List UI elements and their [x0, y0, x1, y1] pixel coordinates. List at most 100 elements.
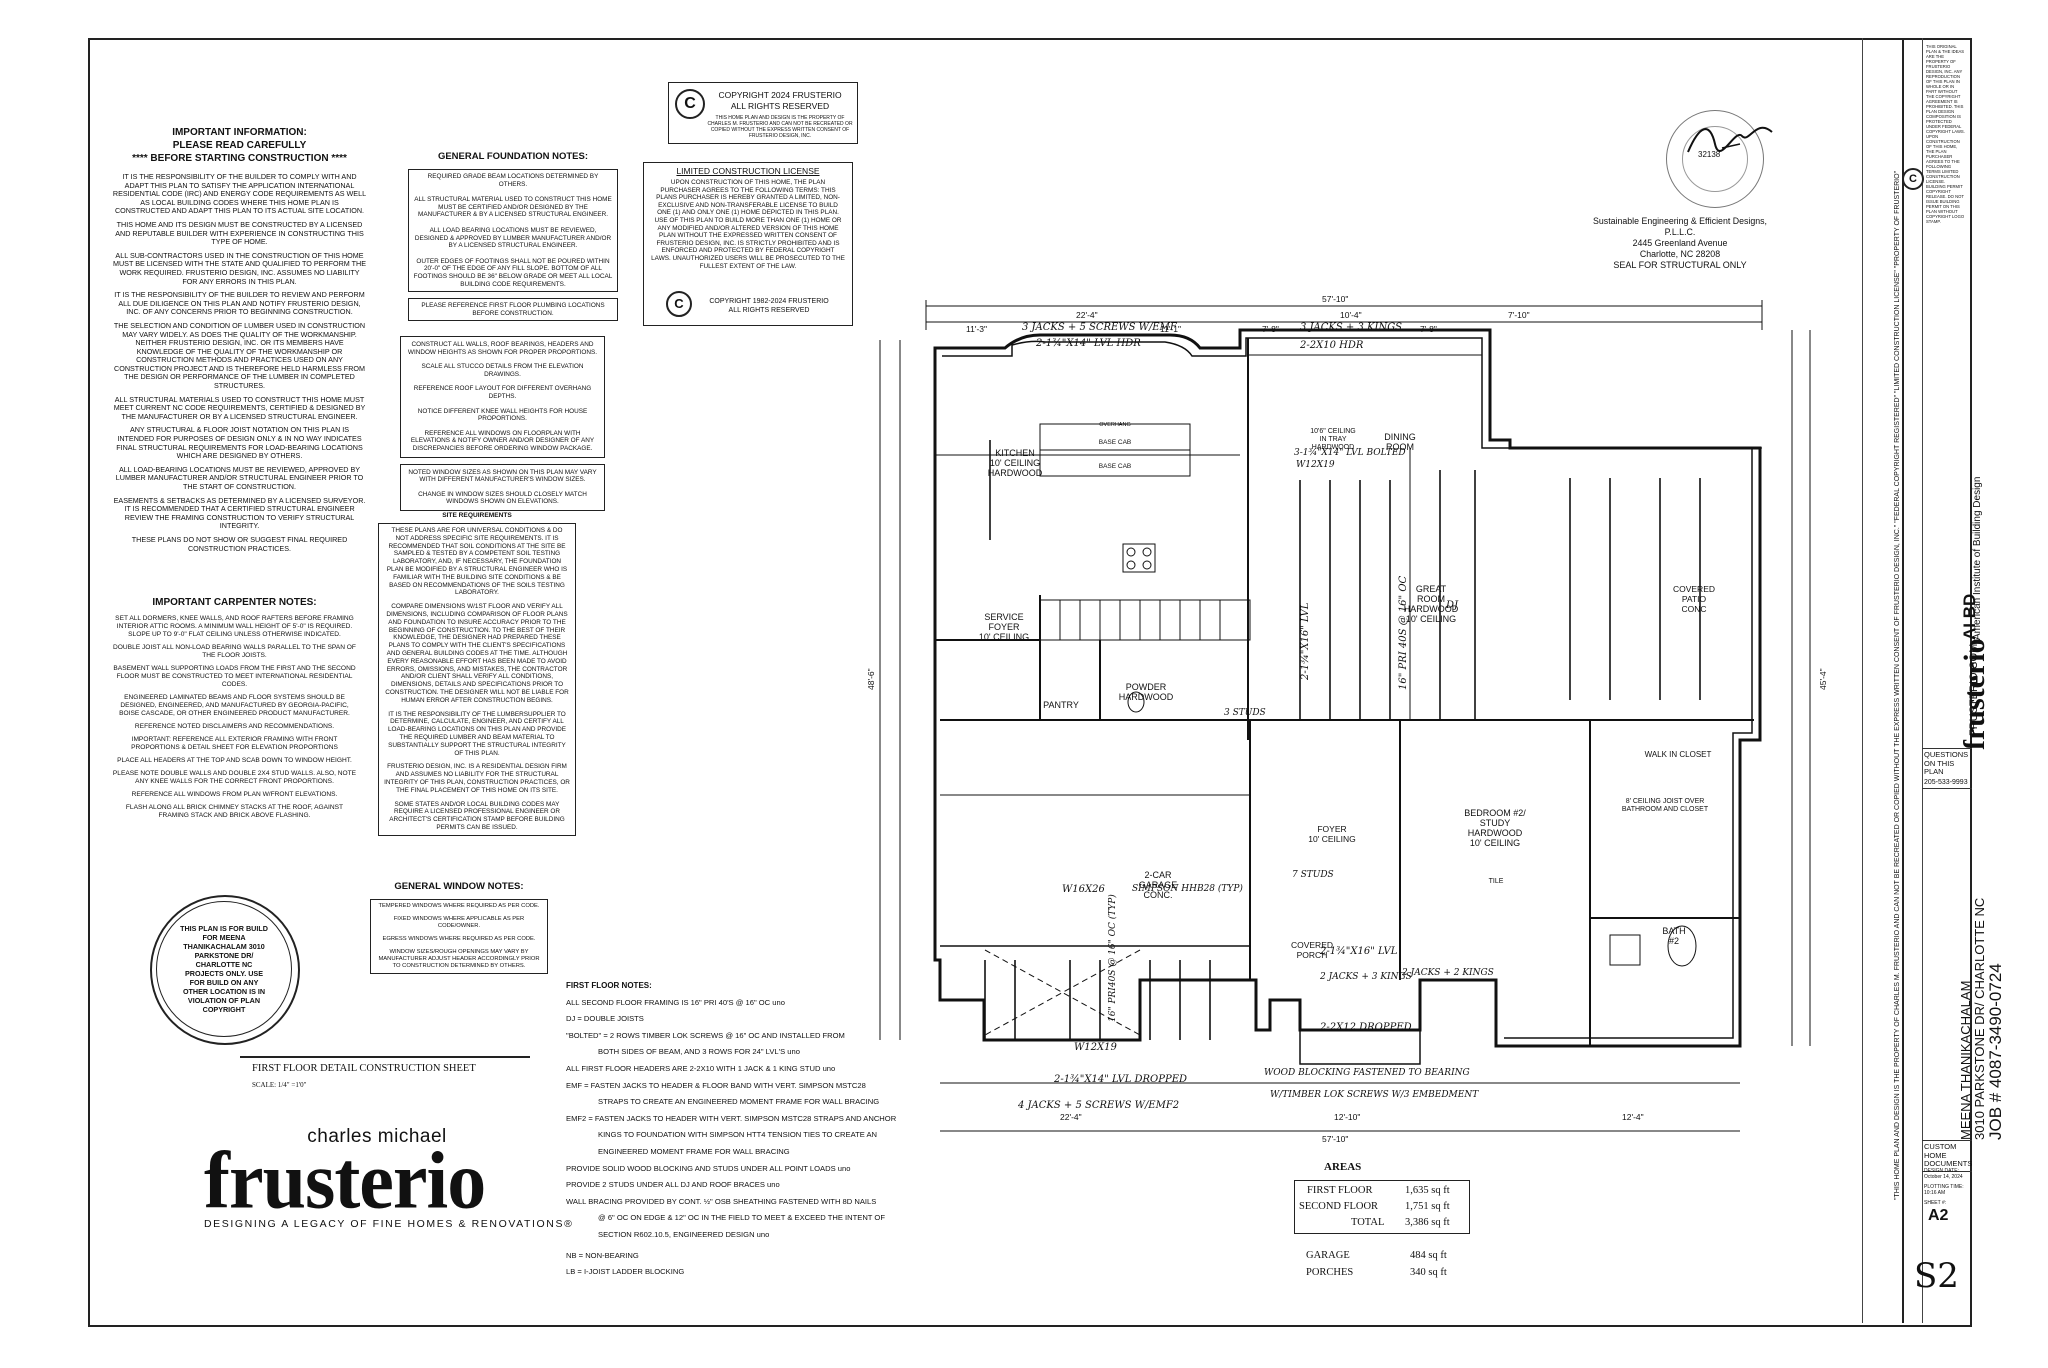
engineer-signature	[1687, 126, 1773, 153]
owner-address: 3010 PARKSTONE DR/ CHARLOTTE NC	[1972, 897, 1987, 1140]
hand-note: DJ	[1446, 600, 1459, 611]
logo-tagline: DESIGNING A LEGACY OF FINE HOMES & RENOV…	[204, 1218, 574, 1230]
important-info-para: EASEMENTS & SETBACKS AS DETERMINED BY A …	[113, 495, 366, 531]
carpenter-note: PLEASE NOTE DOUBLE WALLS AND DOUBLE 2X4 …	[112, 770, 357, 785]
carpenter-note: IMPORTANT: REFERENCE ALL EXTERIOR FRAMIN…	[131, 736, 338, 751]
important-info-para: IT IS THE RESPONSIBILITY OF THE BUILDER …	[114, 290, 365, 317]
questions-box: QUESTIONS ON THIS PLAN 205-533-9993	[1922, 748, 1972, 789]
ff-note: ENGINEERED MOMENT FRAME FOR WALL BRACING	[598, 1146, 790, 1156]
engineer-name: Sustainable Engineering & Efficient Desi…	[1593, 216, 1767, 226]
room-tile: TILE	[1488, 878, 1504, 885]
framing-note: CONSTRUCT ALL WALLS, ROOF BEARINGS, HEAD…	[407, 341, 598, 356]
window-note: FIXED WINDOWS WHERE APPLICABLE AS PER CO…	[393, 916, 525, 929]
build-restriction-stamp-inner: THIS PLAN IS FOR BUILD FOR MEENA THANIKA…	[156, 901, 292, 1037]
important-info-para: THESE PLANS DO NOT SHOW OR SUGGEST FINAL…	[131, 534, 348, 553]
areas-extra-value: 340 sq ft	[1410, 1267, 1447, 1278]
site-requirement: IT IS THE RESPONSIBILITY OF THE LUMBERSU…	[387, 710, 567, 757]
foundation-note: REQUIRED GRADE BEAM LOCATIONS DETERMINED…	[427, 173, 599, 188]
sheet-label-scale: SCALE: 1/4" =1'0"	[252, 1081, 307, 1089]
owner-name: MEENA THANIKACHALAM	[1958, 980, 1973, 1140]
framing-note: CHANGE IN WINDOW SIZES SHOULD CLOSELY MA…	[418, 490, 587, 506]
job-number: JOB # 4087-3490-0724	[1986, 963, 2005, 1140]
hand-note: W12X19	[1296, 460, 1335, 470]
framing-note: REFERENCE ROOF LAYOUT FOR DIFFERENT OVER…	[413, 385, 592, 400]
design-date-box: DESIGN DATE: October 14, 2024 PLOTTING T…	[1924, 1168, 1968, 1206]
custom-docs-box: CUSTOM HOME DOCUMENTS	[1922, 1140, 1972, 1172]
ff-note: KINGS TO FOUNDATION WITH SIMPSON HTT4 TE…	[598, 1130, 878, 1140]
hand-note: 2-2X10 HDR	[1300, 340, 1364, 351]
island-overhang: OVERHANG	[1099, 422, 1131, 428]
hand-note: 3 JACKS + 3 KINGS	[1300, 322, 1403, 333]
window-note: TEMPERED WINDOWS WHERE REQUIRED AS PER C…	[378, 903, 540, 909]
island-base-cab: BASE CAB	[1098, 439, 1132, 446]
areas-label: FIRST FLOOR	[1307, 1185, 1373, 1196]
foundation-note: ALL STRUCTURAL MATERIAL USED TO CONSTRUC…	[414, 196, 612, 219]
aibd-text: American Institute of Building Design	[1972, 476, 1983, 640]
room-covered-porch: COVERED PORCH	[1290, 940, 1334, 960]
license-copy2: ALL RIGHTS RESERVED	[728, 307, 810, 314]
questions-label: QUESTIONS ON THIS PLAN	[1924, 750, 1969, 776]
copyright-line1: COPYRIGHT 2024 FRUSTERIO	[718, 90, 842, 100]
areas-label: SECOND FLOOR	[1299, 1201, 1379, 1212]
window-size-notes-box: NOTED WINDOW SIZES AS SHOWN ON THIS PLAN…	[400, 463, 605, 511]
dim-bottom-seg: 22'-4"	[1060, 1112, 1082, 1122]
room-bath-ceiling-note: 8' CEILING JOIST OVER BATHROOM AND CLOSE…	[1621, 798, 1709, 813]
dim-top-seg: 7'-10"	[1508, 310, 1530, 320]
sheet-label-title: FIRST FLOOR DETAIL CONSTRUCTION SHEET	[252, 1063, 476, 1074]
foundation-notes-box: REQUIRED GRADE BEAM LOCATIONS DETERMINED…	[408, 169, 618, 293]
room-garage: 2-CAR GARAGE CONC.	[1138, 870, 1178, 900]
sheet-border	[88, 38, 1972, 1327]
ff-note: PROVIDE 2 STUDS UNDER ALL DJ AND ROOF BR…	[566, 1180, 780, 1190]
engineer-addr1: 2445 Greenland Avenue	[1632, 238, 1728, 248]
carpenter-note: REFERENCE NOTED DISCLAIMERS AND RECOMMEN…	[134, 723, 335, 730]
foundation-note: OUTER EDGES OF FOOTINGS SHALL NOT BE POU…	[413, 257, 613, 288]
important-info-para: THE SELECTION AND CONDITION OF LUMBER US…	[113, 320, 366, 391]
first-floor-notes-title: FIRST FLOOR NOTES:	[566, 981, 652, 990]
carpenter-note: BASEMENT WALL SUPPORTING LOADS FROM THE …	[113, 665, 356, 688]
room-foyer: FOYER 10' CEILING	[1308, 824, 1356, 844]
room-pantry: PANTRY	[1043, 700, 1079, 710]
dim-top-seg: 7'-8"	[1420, 324, 1437, 334]
hand-note: 2-1¾"X14" LVL DROPPED	[1054, 1074, 1188, 1085]
hand-note: 3 JACKS + 5 SCREWS W/EMF	[1022, 322, 1177, 333]
areas-extra-label: PORCHES	[1306, 1267, 1354, 1278]
engineer-seal	[1666, 110, 1764, 208]
important-info-para: ALL LOAD-BEARING LOCATIONS MUST BE REVIE…	[115, 464, 364, 491]
room-walk-in-closet: WALK IN CLOSET	[1644, 750, 1712, 759]
carpenter-notes-block: IMPORTANT CARPENTER NOTES: SET ALL DORME…	[112, 596, 357, 825]
dim-bottom-seg: 12'-4"	[1622, 1112, 1644, 1122]
foundation-note: ALL LOAD BEARING LOCATIONS MUST BE REVIE…	[414, 226, 612, 250]
license-body: UPON CONSTRUCTION OF THIS HOME, THE PLAN…	[651, 179, 845, 270]
engineer-seal-inner	[1682, 126, 1748, 192]
build-restriction-text: THIS PLAN IS FOR BUILD FOR MEENA THANIKA…	[180, 924, 268, 1014]
copyright-icon: C	[675, 89, 705, 119]
site-requirement: SOME STATES AND/OR LOCAL BUILDING CODES …	[389, 800, 565, 831]
engineer-llc: P.L.L.C.	[1664, 227, 1696, 237]
framing-note: NOTICE DIFFERENT KNEE WALL HEIGHTS FOR H…	[417, 407, 588, 423]
ff-note: SECTION R602.10.5, ENGINEERED DESIGN uno	[598, 1229, 770, 1239]
copyright-box: C COPYRIGHT 2024 FRUSTERIO ALL RIGHTS RE…	[668, 82, 858, 144]
tb-side-notes: THIS ORIGINAL PLAN & THE IDEAS ARE THE P…	[1926, 44, 1965, 224]
build-restriction-stamp	[150, 895, 300, 1045]
hand-note: 3-1¾"X14" LVL BOLTED	[1294, 448, 1406, 458]
title-block-divider	[1862, 38, 1903, 1323]
ff-note: WALL BRACING PROVIDED BY CONT. ½" OSB SH…	[566, 1196, 877, 1206]
room-great-room: GREAT ROOM HARDWOOD 10' CEILING	[1403, 584, 1459, 624]
ff-note: ALL FIRST FLOOR HEADERS ARE 2-2X10 WITH …	[566, 1063, 836, 1073]
questions-phone: 205-533-9993	[1924, 778, 1968, 786]
room-kitchen: KITCHEN 10' CEILING HARDWOOD	[987, 448, 1043, 478]
hand-note: 2-1¾"X16" LVL	[1320, 946, 1398, 957]
dim-bottom-total: 57'-10"	[1322, 1134, 1349, 1144]
important-info-para: IT IS THE RESPONSIBILITY OF THE BUILDER …	[112, 172, 367, 216]
hand-note-vertical: 16" PRI40S @ 16" OC (TYP)	[1108, 894, 1118, 1022]
window-notes-title: GENERAL WINDOW NOTES:	[394, 881, 524, 892]
hand-note: 3 STUDS	[1224, 708, 1266, 718]
sheet-number: A2	[1928, 1207, 1949, 1224]
engineer-seal-number: 32138	[1698, 150, 1721, 159]
hand-note: SIMPSON HHB28 (TYP)	[1132, 884, 1243, 894]
hand-note: 2 JACKS + 2 KINGS	[1402, 968, 1494, 978]
engineer-seal-note: SEAL FOR STRUCTURAL ONLY	[1613, 260, 1747, 270]
framing-note: SCALE ALL STUCCO DETAILS FROM THE ELEVAT…	[421, 363, 584, 378]
room-bath: BATH #2	[1662, 926, 1686, 946]
room-powder: POWDER HARDWOOD	[1118, 682, 1174, 702]
